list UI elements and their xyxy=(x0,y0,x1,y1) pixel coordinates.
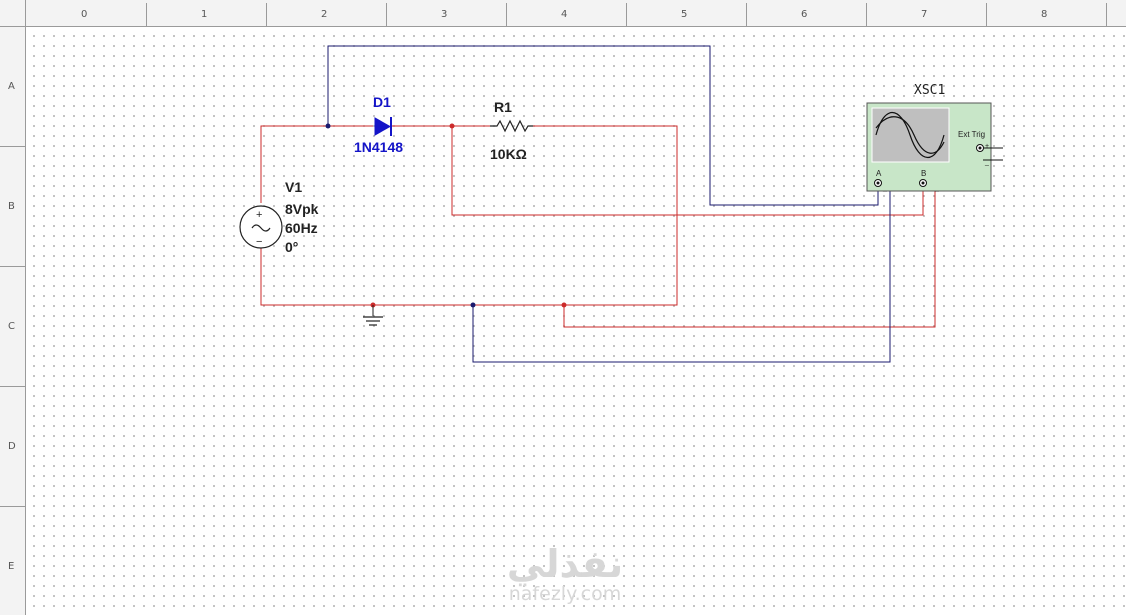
scope-ext-minus: _ xyxy=(984,159,989,166)
blue-wires xyxy=(327,45,891,363)
ruler-tick xyxy=(266,3,267,26)
scope-waveform-icon xyxy=(875,112,945,158)
diode-d1[interactable]: D1 1N4148 xyxy=(354,94,403,155)
source-frequency-label: 60Hz xyxy=(285,220,318,236)
ruler-row-label: D xyxy=(8,441,16,452)
ruler-tick xyxy=(746,3,747,26)
ruler-tick xyxy=(626,3,627,26)
resistor-r1[interactable]: R1 10KΩ xyxy=(490,99,533,162)
ruler-tick xyxy=(1106,3,1107,26)
resistor-ref-label: R1 xyxy=(494,99,512,115)
junction-dot[interactable] xyxy=(325,123,331,129)
ac-source-v1[interactable]: + − V1 8Vpk 60Hz 0° xyxy=(239,179,319,255)
scope-a-minus-sign: _ xyxy=(882,185,887,192)
wire-ground-to-scope-b-minus[interactable] xyxy=(563,185,936,328)
source-amplitude-label: 8Vpk xyxy=(285,201,319,217)
junction-dot[interactable] xyxy=(561,302,567,308)
wire-node-to-scope-a-plus[interactable] xyxy=(327,45,879,206)
ruler-row-label: C xyxy=(8,321,15,332)
junction-dot[interactable] xyxy=(470,302,476,308)
source-minus-sign: − xyxy=(256,236,262,248)
resistor-value-label: 10KΩ xyxy=(490,146,527,162)
ground-symbol[interactable] xyxy=(363,305,383,326)
ruler-col-label: 2 xyxy=(321,9,328,20)
wire-node-to-scope-b-plus[interactable] xyxy=(451,126,924,216)
ruler-tick xyxy=(0,506,25,507)
watermark: نفذلي nafezly.com xyxy=(490,545,640,605)
source-phase-label: 0° xyxy=(285,239,298,255)
scope-ext-trig-label: Ext Trig xyxy=(958,130,985,139)
ruler-col-label: 1 xyxy=(201,9,208,20)
ruler-col-label: 3 xyxy=(441,9,448,20)
ruler-tick xyxy=(146,3,147,26)
ruler-top xyxy=(0,0,1126,27)
scope-ext-plus: + xyxy=(985,143,989,150)
watermark-arabic: نفذلي xyxy=(506,542,624,586)
ac-source-icon xyxy=(239,205,283,249)
diode-model-label: 1N4148 xyxy=(354,139,403,155)
scope-channel-b-label: B xyxy=(921,169,926,178)
oscilloscope-xsc1[interactable]: XSC1 Ext Trig + _ A B _ _ xyxy=(866,83,1003,192)
ruler-tick xyxy=(0,146,25,147)
ruler-col-label: 4 xyxy=(561,9,568,20)
diode-ref-label: D1 xyxy=(373,94,391,110)
ruler-tick xyxy=(0,386,25,387)
ruler-col-label: 0 xyxy=(81,9,88,20)
wire-ground-to-scope-a-minus[interactable] xyxy=(472,185,891,363)
ruler-tick xyxy=(386,3,387,26)
scope-channel-a-label: A xyxy=(876,169,882,178)
ruler-tick xyxy=(866,3,867,26)
ruler-col-label: 7 xyxy=(921,9,928,20)
ruler-tick xyxy=(986,3,987,26)
ruler-tick xyxy=(0,266,25,267)
ruler-col-label: 6 xyxy=(801,9,808,20)
resistor-icon xyxy=(490,119,533,133)
source-plus-sign: + xyxy=(256,209,262,221)
source-ref-label: V1 xyxy=(285,179,302,195)
ruler-row-label: E xyxy=(8,561,15,572)
ruler-tick xyxy=(0,26,25,27)
diode-icon xyxy=(374,117,392,136)
wire-source-top[interactable] xyxy=(260,125,373,203)
ruler-col-label: 5 xyxy=(681,9,688,20)
watermark-url: nafezly.com xyxy=(508,583,622,605)
ruler-row-label: A xyxy=(8,81,15,92)
scope-ref-label: XSC1 xyxy=(914,83,945,98)
wire-resistor-right[interactable] xyxy=(260,125,678,306)
scope-b-minus-sign: _ xyxy=(934,185,939,192)
ruler-col-label: 8 xyxy=(1041,9,1048,20)
ruler-left xyxy=(0,0,26,615)
ruler-tick xyxy=(25,3,26,26)
ruler-tick xyxy=(506,3,507,26)
junction-dot[interactable] xyxy=(449,123,455,129)
ruler-row-label: B xyxy=(8,201,15,212)
red-wires xyxy=(260,125,936,328)
